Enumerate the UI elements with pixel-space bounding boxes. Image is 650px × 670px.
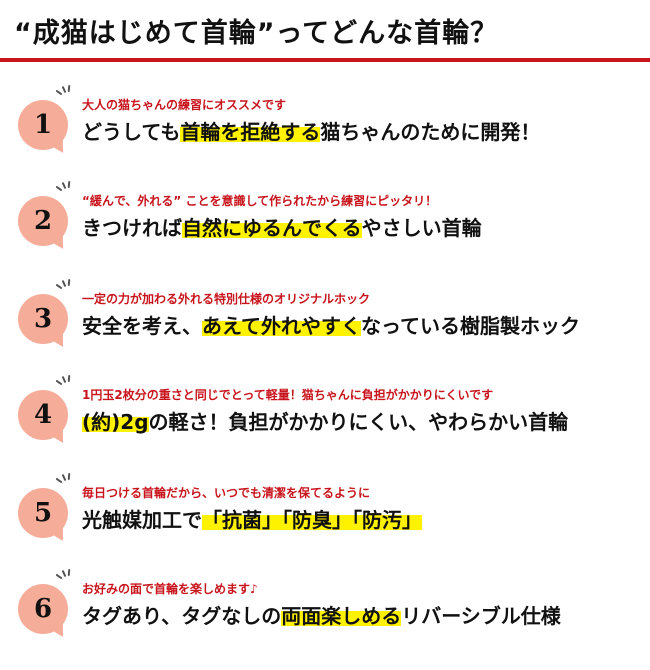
feature-highlight: 「抗菌」「防臭」「防汚」 bbox=[202, 508, 422, 532]
feature-text: きつければ自然にゆるんでくるやさしい首輪 bbox=[82, 212, 482, 241]
feature-text-lead: どうしても bbox=[82, 120, 181, 144]
feature-subtitle: 大人の猫ちゃんの練習にオススメです bbox=[82, 98, 287, 112]
number-badge: 4 bbox=[18, 390, 68, 440]
feature-highlight: (約)2g bbox=[82, 410, 149, 434]
feature-subtitle: 1円玉2枚分の重さと同じでとって軽量！猫ちゃんに負担がかかりにくいです bbox=[82, 388, 494, 402]
feature-highlight: 自然にゆるんでくる bbox=[182, 216, 362, 240]
feature-text-lead: きつければ bbox=[82, 216, 182, 240]
number-badge: 6 bbox=[18, 584, 68, 634]
feature-subtitle: 一定の力が加わる外れる特別仕様のオリジナルホック bbox=[82, 292, 371, 306]
feature-subtitle: “緩んで、外れる” ことを意識して作られたから練習にピッタリ！ bbox=[82, 194, 438, 208]
feature-highlight: あえて外れやすく bbox=[202, 314, 361, 338]
feature-item-6: 6 お好みの面で首輪を楽しめます♪ タグあり、タグなしの両面楽しめるリバーシブル… bbox=[0, 568, 650, 670]
feature-text-lead: タグあり、タグなしの bbox=[82, 604, 282, 628]
feature-text-tail: なっている樹脂製ホック bbox=[361, 314, 580, 338]
feature-item-4: 4 1円玉2枚分の重さと同じでとって軽量！猫ちゃんに負担がかかりにくいです (約… bbox=[0, 374, 650, 476]
sparkle-icon bbox=[55, 468, 74, 486]
page-title: “成猫はじめて首輪”ってどんな首輪？ bbox=[14, 17, 499, 49]
feature-item-5: 5 毎日つける首輪だから、いつでも清潔を保てるように 光触媒加工で「抗菌」「防臭… bbox=[0, 472, 650, 574]
feature-text-tail: リバーシブル仕様 bbox=[401, 604, 561, 628]
feature-item-2: 2 “緩んで、外れる” ことを意識して作られたから練習にピッタリ！ きつければ自… bbox=[0, 180, 650, 282]
sparkle-icon bbox=[55, 274, 74, 292]
feature-item-3: 3 一定の力が加わる外れる特別仕様のオリジナルホック 安全を考え、あえて外れやす… bbox=[0, 278, 650, 380]
number-badge: 3 bbox=[18, 294, 68, 344]
feature-subtitle: 毎日つける首輪だから、いつでも清潔を保てるように bbox=[82, 486, 371, 500]
sparkle-icon bbox=[55, 80, 74, 98]
feature-item-1: 1 大人の猫ちゃんの練習にオススメです どうしても首輪を拒絶する猫ちゃんのために… bbox=[0, 84, 650, 186]
feature-text: どうしても首輪を拒絶する猫ちゃんのために開発！ bbox=[82, 116, 540, 145]
feature-text: 光触媒加工で「抗菌」「防臭」「防汚」 bbox=[82, 504, 422, 533]
feature-text: タグあり、タグなしの両面楽しめるリバーシブル仕様 bbox=[82, 600, 561, 629]
feature-text: (約)2gの軽さ！負担がかかりにくい、やわらかい首輪 bbox=[82, 406, 568, 435]
sparkle-icon bbox=[55, 564, 74, 582]
title-underline bbox=[0, 58, 650, 62]
feature-highlight: 両面楽しめる bbox=[281, 604, 402, 628]
feature-subtitle: お好みの面で首輪を楽しめます♪ bbox=[82, 582, 258, 596]
feature-highlight: 首輪を拒絶する bbox=[180, 120, 321, 144]
feature-text-tail: の軽さ！負担がかかりにくい、やわらかい首輪 bbox=[148, 410, 569, 434]
sparkle-icon bbox=[55, 176, 74, 194]
sparkle-icon bbox=[55, 370, 74, 388]
feature-text-tail: やさしい首輪 bbox=[361, 216, 482, 240]
feature-text-tail: 猫ちゃんのために開発！ bbox=[320, 120, 541, 144]
feature-text-lead: 安全を考え、 bbox=[82, 314, 202, 338]
feature-text: 安全を考え、あえて外れやすくなっている樹脂製ホック bbox=[82, 310, 580, 339]
feature-text-lead: 光触媒加工で bbox=[82, 508, 202, 532]
number-badge: 1 bbox=[18, 100, 68, 150]
number-badge: 5 bbox=[18, 488, 68, 538]
number-badge: 2 bbox=[18, 196, 68, 246]
